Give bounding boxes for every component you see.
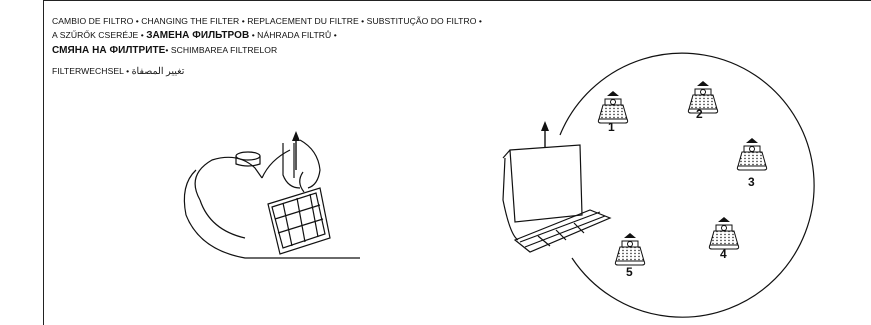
title-line-2: A SZŰRŐK CSERÉJE • ЗАМЕНА ФИЛЬТРОВ • NÁH… bbox=[52, 28, 482, 43]
title-line-1: CAMBIO DE FILTRO • CHANGING THE FILTER •… bbox=[52, 14, 482, 28]
step-5-icon bbox=[614, 232, 646, 266]
title-line-3: СМЯНА НА ФИЛТРИТЕ• SCHIMBAREA FILTRELOR bbox=[52, 43, 482, 58]
title-text-1: CAMBIO DE FILTRO • CHANGING THE FILTER •… bbox=[52, 16, 482, 26]
arrow-up-left bbox=[292, 131, 300, 170]
instruction-header: CAMBIO DE FILTRO • CHANGING THE FILTER •… bbox=[52, 14, 482, 79]
step-3-label: 3 bbox=[748, 175, 755, 189]
title-text-2a: A SZŰRŐK CSERÉJE • bbox=[52, 30, 147, 40]
title-line-4: FILTERWECHSEL • تغيير المصفاة bbox=[52, 64, 482, 79]
step-1-icon bbox=[597, 90, 629, 124]
removed-filter-left bbox=[267, 187, 331, 255]
title-text-3b: • SCHIMBAREA FILTRELOR bbox=[165, 45, 278, 55]
title-text-2b: ЗАМЕНА ФИЛЬТРОВ bbox=[146, 30, 250, 41]
title-text-2c: • NÁHRADA FILTRŮ • bbox=[249, 30, 337, 40]
step-4-icon bbox=[708, 216, 740, 250]
vacuum-illustration bbox=[183, 139, 360, 259]
arrow-up-right bbox=[541, 121, 549, 148]
step-5-label: 5 bbox=[626, 265, 633, 279]
title-text-4a: FILTERWECHSEL • bbox=[52, 66, 132, 76]
step-4-label: 4 bbox=[720, 247, 727, 261]
title-text-4b: تغيير المصفاة bbox=[131, 66, 185, 77]
step-2-label: 2 bbox=[696, 107, 703, 121]
sequence-circle bbox=[559, 52, 815, 318]
step-3-icon bbox=[736, 137, 768, 171]
filter-cartridge bbox=[502, 144, 612, 253]
title-text-3a: СМЯНА НА ФИЛТРИТЕ bbox=[52, 45, 166, 56]
step-1-label: 1 bbox=[608, 120, 615, 134]
step-2-icon bbox=[687, 80, 719, 114]
page-frame bbox=[43, 0, 871, 325]
